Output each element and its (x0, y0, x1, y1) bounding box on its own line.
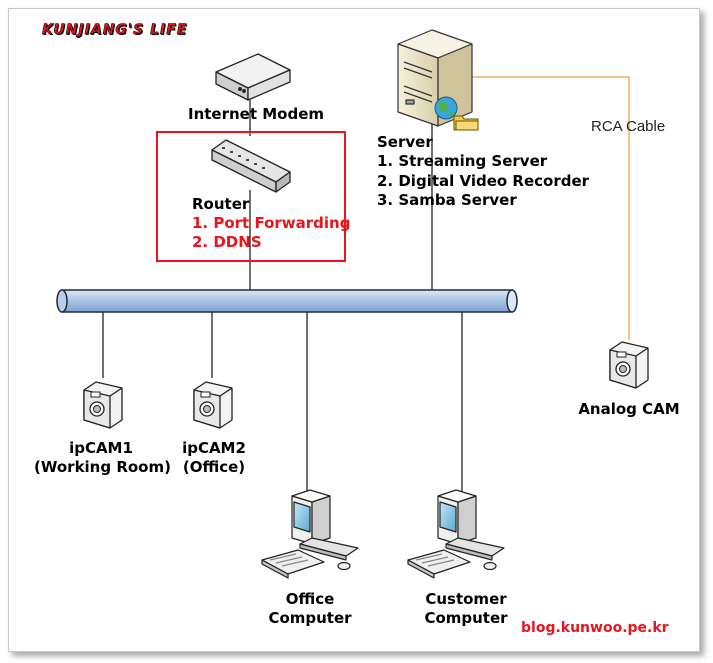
office-computer-label-line2: Computer (268, 609, 352, 627)
server-feature-1: 1. Streaming Server (377, 152, 548, 170)
server-feature-3: 3. Samba Server (377, 191, 517, 209)
modem-label: Internet Modem (188, 105, 325, 123)
analog-cam-label: Analog CAM (578, 400, 680, 418)
ipcam2-label-line1: ipCAM2 (182, 439, 246, 457)
analog-cam-icon (609, 341, 649, 389)
customer-computer-label-line2: Computer (424, 609, 508, 627)
router-feature-2: 2. DDNS (192, 233, 262, 251)
blog-url: blog.kunwoo.pe.kr (521, 620, 669, 636)
office-computer-icon (261, 489, 359, 579)
connection-lines (102, 100, 463, 498)
folder-icon (453, 115, 479, 131)
customer-computer-icon (407, 489, 505, 579)
ipcam1-label-line1: ipCAM1 (69, 439, 133, 457)
rca-cable-line (458, 76, 630, 340)
globe-icon (434, 96, 458, 120)
office-computer-label-line1: Office (285, 590, 335, 608)
router-label: Router (192, 195, 250, 213)
router-highlight-box (156, 131, 346, 262)
router-feature-1: 1. Port Forwarding (192, 214, 351, 232)
server-feature-2: 2. Digital Video Recorder (377, 172, 590, 190)
diagram-canvas (8, 8, 700, 652)
rca-cable-label: RCA Cable (591, 118, 666, 135)
customer-computer-label-line1: Customer (425, 590, 507, 608)
network-bus (56, 289, 518, 313)
ipcam2-label-line2: (Office) (182, 458, 246, 476)
modem-icon (215, 53, 291, 101)
ipcam2-icon (193, 381, 233, 429)
router-icon (211, 139, 291, 193)
ipcam1-icon (83, 381, 123, 429)
server-icon (397, 29, 473, 127)
blog-logo: KUNJIANG'S LIFE (42, 22, 188, 39)
ipcam1-label-line2: (Working Room) (34, 458, 171, 476)
server-label: Server (377, 133, 433, 151)
